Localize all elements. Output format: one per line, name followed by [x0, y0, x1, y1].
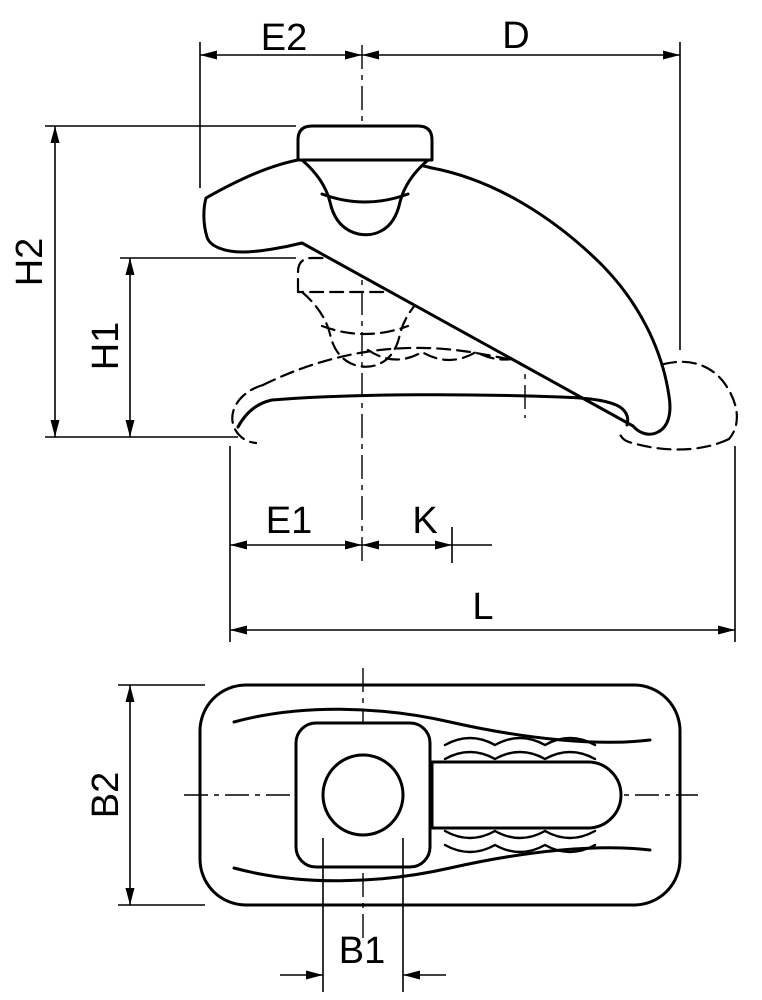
- arrowhead-l-left: [230, 625, 247, 635]
- side-view-dimensions: E2 D H2 H1 E1 K L: [9, 15, 736, 642]
- dim-label-d: D: [502, 15, 529, 57]
- arrowhead-h2-bottom: [50, 420, 60, 437]
- arrowhead-e2-left: [200, 50, 217, 60]
- claw-base-line: [236, 393, 630, 429]
- dim-label-b1: B1: [339, 930, 385, 972]
- dim-label-e2: E2: [261, 17, 307, 59]
- claw-edge-bottom: [232, 846, 652, 883]
- dim-label-b2: B2: [85, 772, 127, 818]
- outer-body-outline: [198, 683, 682, 907]
- phantom-nose-bottom: [617, 429, 731, 451]
- arrowhead-h1-bottom: [125, 420, 135, 437]
- arrowhead-b2-bottom: [125, 888, 135, 905]
- boss-nut-seat: [296, 124, 434, 162]
- washer-seam-line: [320, 192, 410, 204]
- arrowhead-l-right: [718, 625, 735, 635]
- bolt-hole-circle: [321, 753, 405, 837]
- arrowhead-k-left: [362, 540, 379, 550]
- arrowhead-e1-right: [345, 540, 362, 550]
- arrowhead-b2-top: [125, 685, 135, 702]
- dim-label-e1: E1: [266, 500, 312, 542]
- arrowhead-e2-right: [345, 50, 362, 60]
- slot-top-view: [430, 760, 623, 830]
- phantom-serration-wave: [366, 348, 530, 362]
- dim-label-h2: H2: [9, 238, 51, 287]
- arrowhead-b1-left: [306, 970, 323, 980]
- arrowhead-k-right: [435, 540, 452, 550]
- arrowhead-d-right: [663, 50, 680, 60]
- dim-label-l: L: [472, 586, 493, 628]
- dim-label-k: K: [412, 500, 437, 542]
- claw-edge-top: [232, 707, 652, 744]
- phantom-washer-seam: [320, 324, 410, 336]
- arrowhead-b1-right: [403, 970, 420, 980]
- claw-outline: [202, 154, 672, 436]
- spherical-washer: [300, 158, 430, 237]
- serration-bottom-inner: [443, 829, 597, 840]
- side-view: E2 D H2 H1 E1 K L: [9, 15, 738, 642]
- arrowhead-h1-top: [125, 258, 135, 275]
- top-view: B2 B1: [85, 668, 698, 992]
- arrowhead-e1-left: [230, 540, 247, 550]
- dim-label-h1: H1: [85, 322, 127, 371]
- serration-bottom-outer: [443, 843, 597, 854]
- arrowhead-d-left: [362, 50, 379, 60]
- phantom-spherical-washer: [300, 290, 430, 368]
- arrowhead-h2-top: [50, 126, 60, 143]
- serration-top-outer: [443, 736, 597, 747]
- serration-top-inner: [443, 750, 597, 761]
- top-view-dimensions: B2 B1: [85, 684, 446, 992]
